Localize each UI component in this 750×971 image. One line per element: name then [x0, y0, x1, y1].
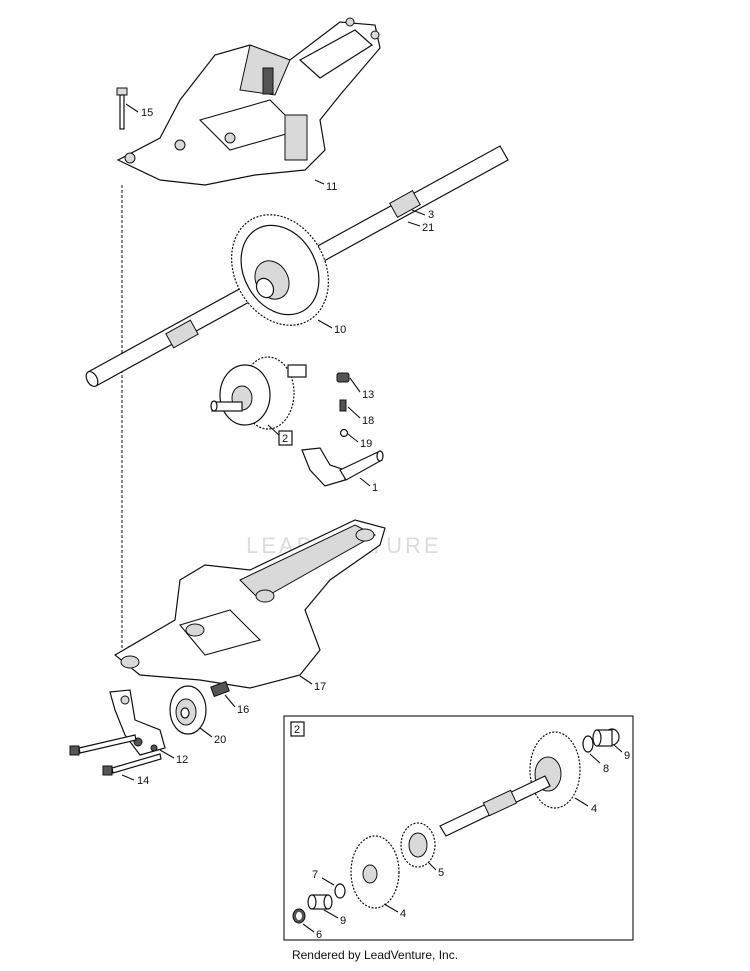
callout-10: 10	[334, 324, 346, 336]
inset-bushing-9b[interactable]	[307, 894, 333, 910]
detent-ball-19[interactable]	[339, 428, 349, 438]
inset-bevel-gear-4[interactable]	[529, 731, 581, 809]
callout-1: 1	[372, 482, 378, 494]
callout-19: 19	[360, 438, 372, 450]
lower-housing-17[interactable]	[113, 519, 386, 689]
inset-spur-gear-4[interactable]	[350, 835, 400, 909]
pulley-20[interactable]	[169, 685, 207, 735]
inset-detail-2: 2	[283, 715, 634, 941]
inset-box-label	[290, 721, 305, 737]
leader-lines	[121, 103, 426, 781]
footer-credit: Rendered by LeadVenture, Inc.	[291, 948, 459, 962]
inset-callout-7: 7	[312, 869, 318, 881]
callout-11: 11	[326, 181, 337, 193]
detent-screw-13[interactable]	[336, 372, 350, 383]
callout-14: 14	[137, 775, 149, 787]
callout-18: 18	[362, 415, 374, 427]
callout-2: 2	[282, 433, 288, 445]
inset-sprocket-5[interactable]	[400, 822, 436, 868]
detent-spring-18[interactable]	[339, 399, 347, 412]
bolt-15[interactable]	[116, 87, 128, 130]
callout-3: 3	[428, 209, 434, 221]
callout-21: 21	[422, 222, 434, 234]
inset-callout-4b: 4	[400, 908, 406, 920]
callout-2-box	[278, 430, 293, 446]
inset-callout-9b: 9	[340, 915, 346, 927]
callout-12: 12	[176, 754, 188, 766]
inset-callout-5: 5	[438, 867, 444, 879]
key-16[interactable]	[210, 680, 230, 698]
inset-callout-9a: 9	[624, 750, 630, 762]
callout-17: 17	[314, 681, 326, 693]
bull-gear-10[interactable]	[213, 197, 348, 342]
inset-bushing-9[interactable]	[592, 728, 620, 747]
callout-20: 20	[214, 734, 226, 746]
inset-label-2: 2	[294, 724, 300, 736]
upper-housing-11[interactable]	[116, 17, 381, 186]
inset-callout-8: 8	[603, 763, 609, 775]
inset-callout-6: 6	[316, 929, 322, 941]
pinion-cluster-2[interactable]	[210, 356, 307, 430]
callout-16: 16	[237, 704, 249, 716]
inset-washer-8[interactable]	[582, 735, 594, 753]
inset-countershaft[interactable]	[439, 775, 551, 837]
inset-washer-7[interactable]	[334, 883, 346, 899]
bolts-14[interactable]	[69, 734, 162, 776]
inset-callout-4a: 4	[591, 803, 597, 815]
bracket-12[interactable]	[109, 689, 166, 756]
callout-15: 15	[141, 107, 153, 119]
inset-ring-6[interactable]	[292, 908, 306, 924]
shift-fork-1[interactable]	[301, 447, 384, 487]
callout-13: 13	[362, 389, 374, 401]
